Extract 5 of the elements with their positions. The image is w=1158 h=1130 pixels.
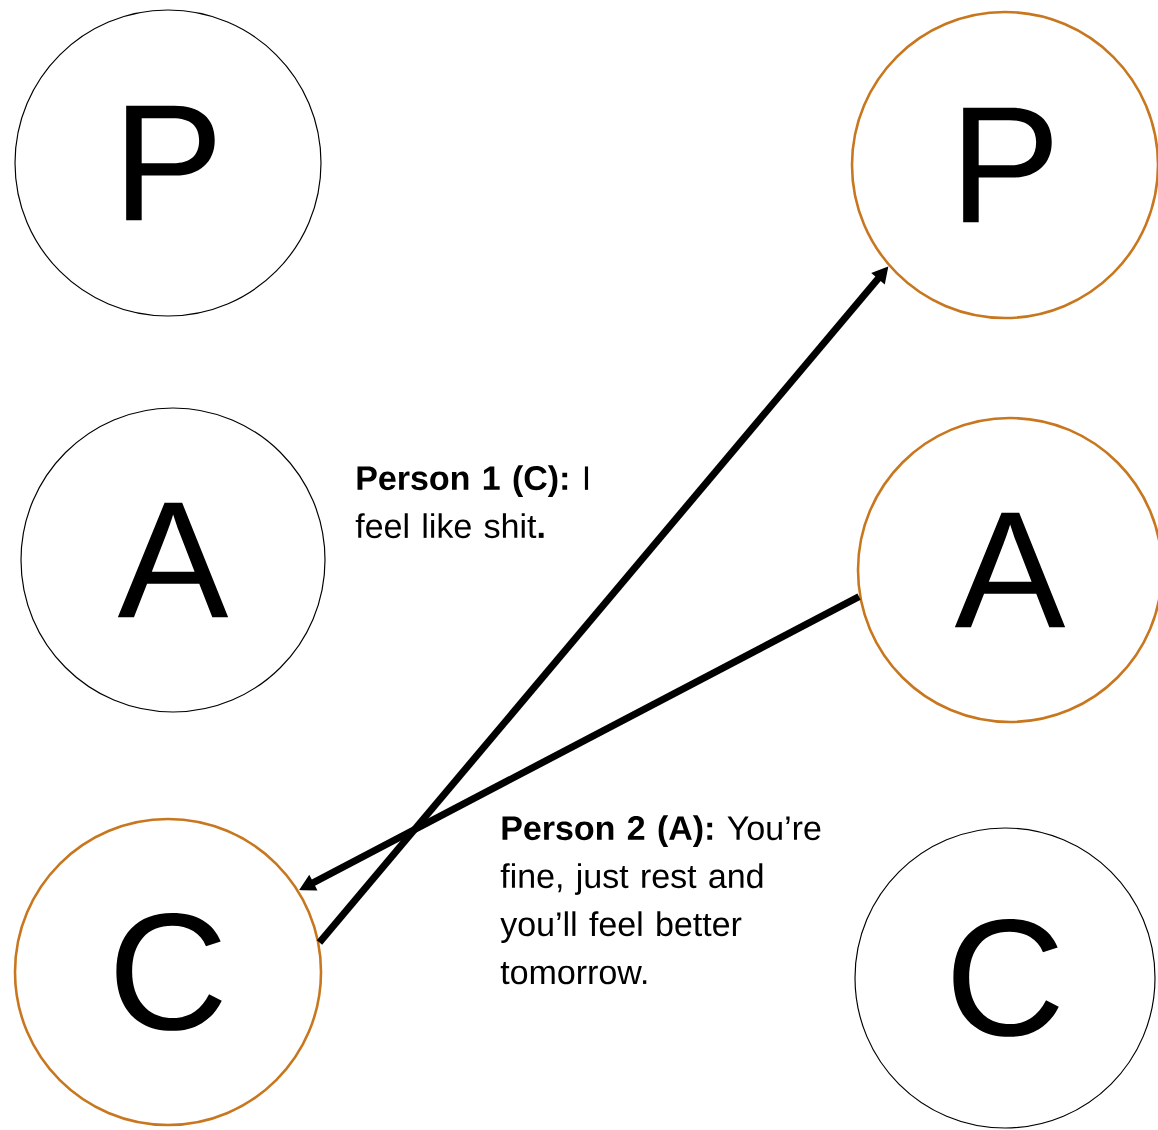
dialogue-text: Person 2 (A): You’re fine, just rest and you’ll feel better tomorrow. — [500, 815, 821, 985]
circle-node: C — [854, 827, 1156, 1129]
circle-node: A — [20, 407, 326, 713]
circle-node: C — [13, 817, 323, 1127]
circle-node: P — [14, 9, 322, 317]
